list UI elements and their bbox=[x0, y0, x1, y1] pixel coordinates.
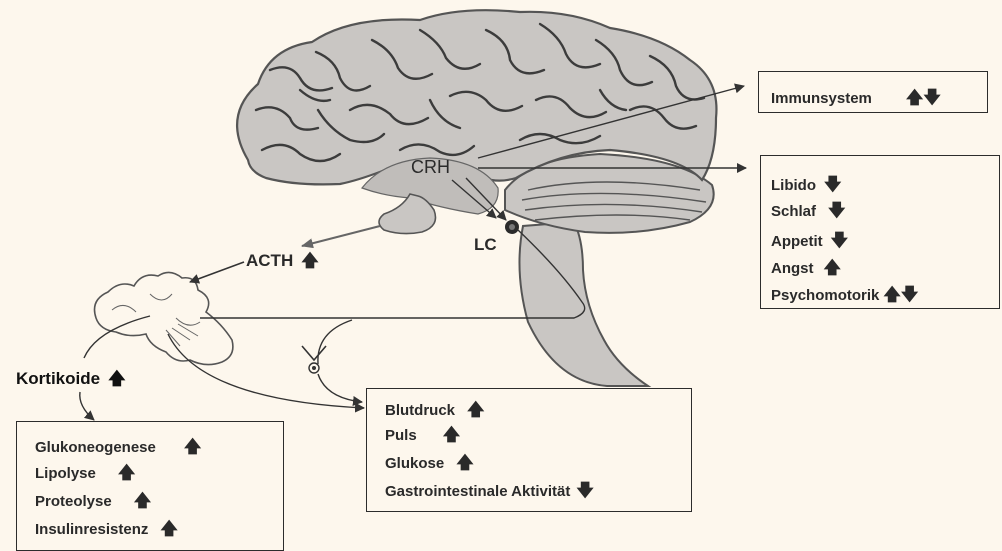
box-row: Lipolyse 🡅 bbox=[35, 464, 135, 481]
crh-label: CRH bbox=[411, 158, 450, 176]
arrow-up-icon: 🡅 bbox=[467, 400, 484, 419]
arrow-up-down-icon: 🡅🡇 bbox=[906, 88, 941, 107]
arrow-up-down-icon: 🡅🡇 bbox=[883, 285, 918, 304]
arrow-up-icon: 🡅 bbox=[456, 453, 473, 472]
effect-label: Psychomotorik bbox=[771, 287, 879, 304]
effect-label: Schlaf bbox=[771, 203, 816, 220]
autonomic-effects-box: Blutdruck 🡅 Puls 🡅 Glukose 🡅 Gastrointestin… bbox=[366, 388, 692, 512]
effect-label: Angst bbox=[771, 260, 814, 277]
effect-label: Immunsystem bbox=[771, 90, 872, 107]
immunsystem-box: Immunsystem 🡅🡇 bbox=[758, 71, 988, 113]
effect-label: Libido bbox=[771, 177, 816, 194]
box-row: Insulinresistenz 🡅 bbox=[35, 520, 178, 537]
effect-label: Lipolyse bbox=[35, 465, 96, 482]
box-row: Puls 🡅 bbox=[385, 426, 460, 443]
acth-adrenal-arrow bbox=[190, 262, 244, 282]
effect-label: Proteolyse bbox=[35, 493, 112, 510]
effect-label: Gastrointestinale Aktivität bbox=[385, 483, 570, 500]
arrow-up-icon: 🡅 bbox=[134, 491, 151, 510]
pituitary-acth-arrow bbox=[302, 226, 380, 246]
box-row: Psychomotorik🡅🡇 bbox=[771, 286, 918, 303]
arrow-down-icon: 🡇 bbox=[828, 201, 845, 220]
box-row: Immunsystem 🡅🡇 bbox=[771, 89, 941, 106]
arrow-down-icon: 🡇 bbox=[831, 231, 848, 250]
acth-text: ACTH bbox=[246, 251, 293, 270]
effect-label: Glukose bbox=[385, 455, 444, 472]
box-row: Appetit 🡇 bbox=[771, 232, 848, 249]
arrow-up-icon: 🡅 bbox=[184, 437, 201, 456]
metabolic-effects-box: Glukoneogenese 🡅 Lipolyse 🡅 Proteolyse 🡅 In… bbox=[16, 421, 284, 551]
effect-label: Puls bbox=[385, 427, 417, 444]
box-row: Proteolyse 🡅 bbox=[35, 492, 151, 509]
box-row: Schlaf 🡇 bbox=[771, 202, 846, 219]
effect-label: Glukoneogenese bbox=[35, 439, 156, 456]
box-row: Blutdruck 🡅 bbox=[385, 401, 485, 418]
arrow-down-icon: 🡇 bbox=[824, 175, 841, 194]
effect-label: Blutdruck bbox=[385, 402, 455, 419]
box-row: Glukoneogenese 🡅 bbox=[35, 438, 201, 455]
arrow-up-icon: 🡅 bbox=[160, 519, 177, 538]
acth-label: ACTH 🡅 bbox=[246, 252, 319, 269]
effect-label: Insulinresistenz bbox=[35, 521, 148, 538]
arrow-up-icon: 🡅 bbox=[824, 258, 841, 277]
box-row: Gastrointestinale Aktivität 🡇 bbox=[385, 482, 594, 499]
arrow-up-icon: 🡅 bbox=[443, 425, 460, 444]
kortikoide-label: Kortikoide 🡅 bbox=[16, 370, 126, 387]
box-row: Glukose 🡅 bbox=[385, 454, 474, 471]
cns-effects-box: Libido 🡇 Schlaf 🡇 Appetit 🡇 Angst 🡅 Psychomo… bbox=[760, 155, 1000, 309]
ganglion-symbol bbox=[302, 346, 326, 360]
effect-label: Appetit bbox=[771, 233, 823, 250]
box-row: Angst 🡅 bbox=[771, 259, 841, 276]
arrow-up-icon: 🡅 bbox=[301, 251, 318, 270]
arrow-down-icon: 🡇 bbox=[576, 481, 593, 500]
box-row: Libido 🡇 bbox=[771, 176, 841, 193]
arrow-up-icon: 🡅 bbox=[118, 463, 135, 482]
arrow-up-icon: 🡅 bbox=[108, 369, 125, 388]
lc-label: LC bbox=[474, 236, 497, 253]
kortikoide-text: Kortikoide bbox=[16, 369, 100, 388]
